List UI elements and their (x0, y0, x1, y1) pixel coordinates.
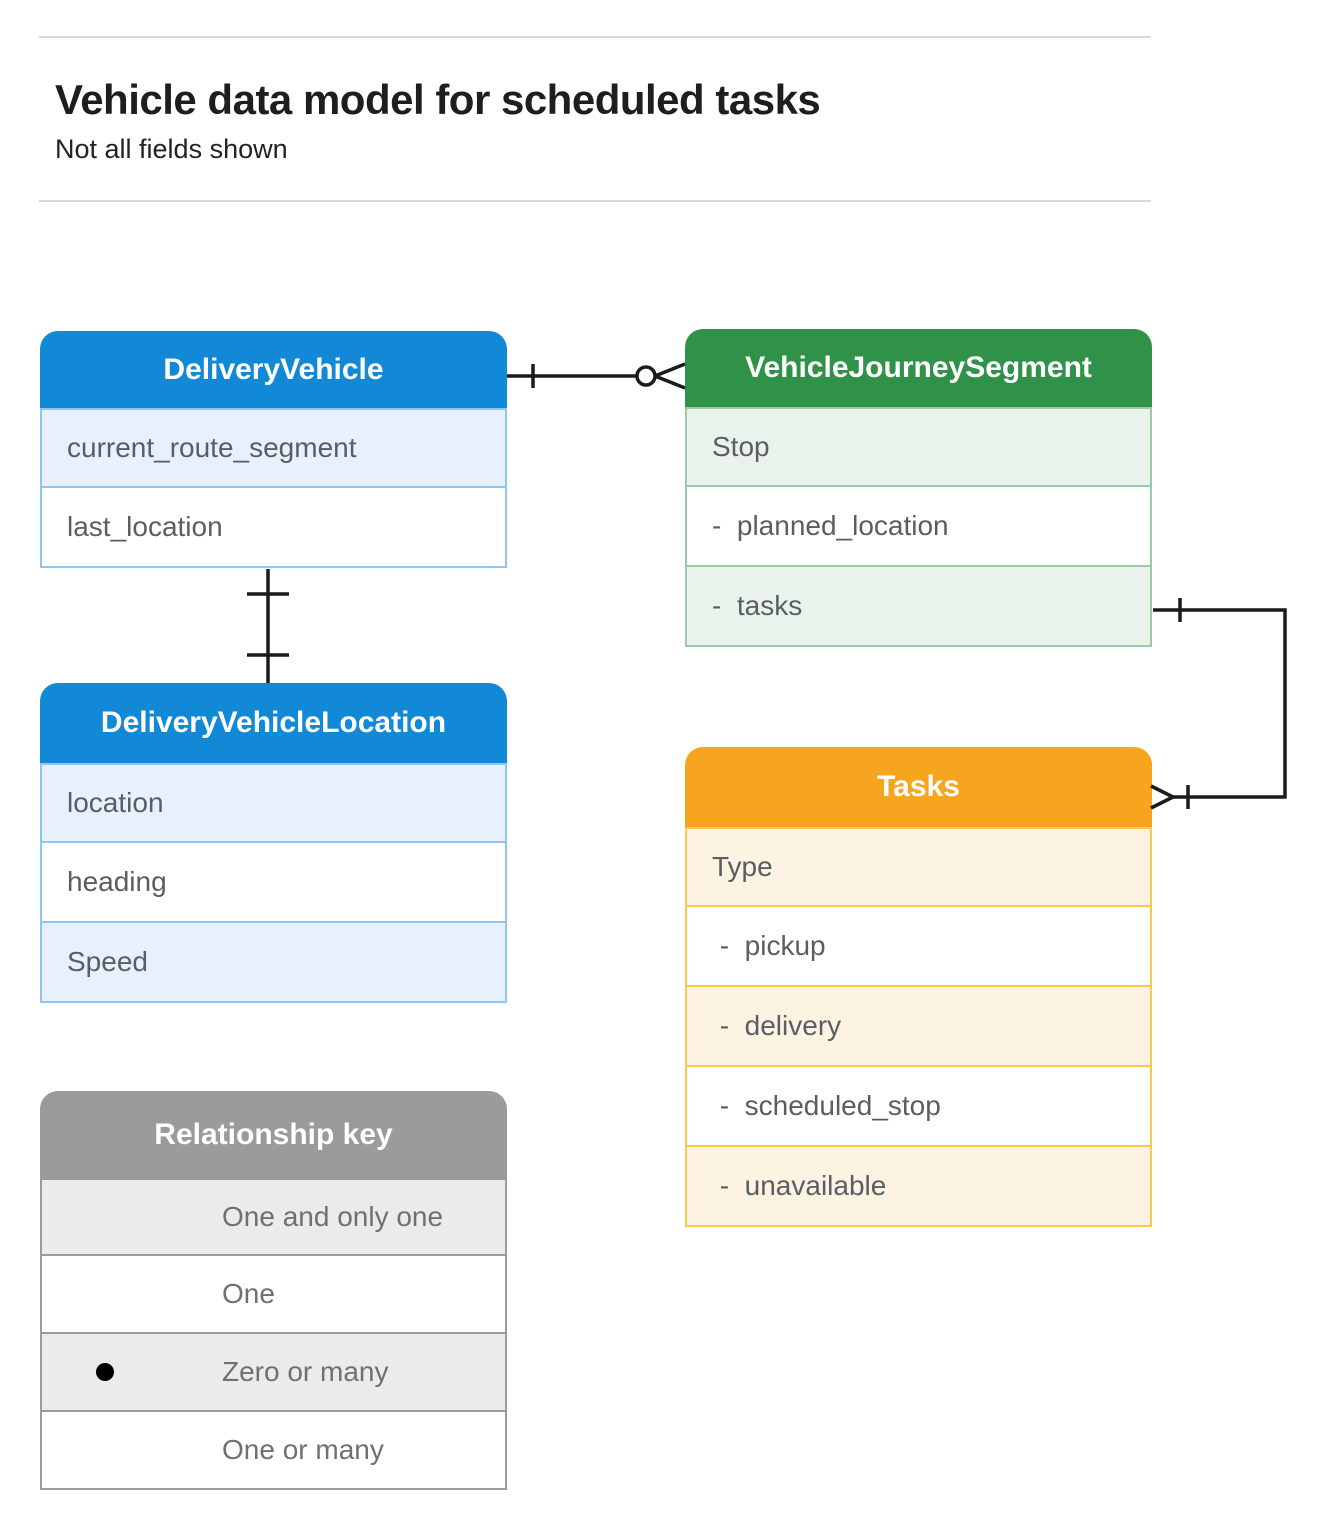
field-label: - delivery (712, 1010, 842, 1041)
page-subtitle: Not all fields shown (55, 134, 288, 164)
field-row: last_location (40, 488, 507, 568)
connector-deliveryvehicle-to-deliveryvehiclelocation (247, 569, 289, 683)
field-label: last_location (67, 511, 223, 542)
header-bottom-rule (39, 200, 1151, 202)
field-row: - pickup (685, 907, 1152, 987)
one-or-many-icon (66, 1437, 92, 1463)
field-row: Speed (40, 923, 507, 1003)
zero-or-many-icon (66, 1359, 114, 1385)
field-label: location (67, 787, 164, 818)
field-label: - tasks (712, 590, 803, 621)
field-label: heading (67, 866, 167, 897)
top-rule (39, 36, 1151, 38)
entity-delivery-vehicle: DeliveryVehicle current_route_segment la… (40, 331, 507, 568)
field-row: - scheduled_stop (685, 1067, 1152, 1147)
relationship-key: Relationship key One and only one One Ze… (40, 1091, 507, 1490)
field-label: Stop (712, 431, 770, 462)
field-row: - delivery (685, 987, 1152, 1067)
legend-row: One or many (40, 1412, 507, 1490)
legend-row: One and only one (40, 1178, 507, 1256)
field-row: - unavailable (685, 1147, 1152, 1227)
field-row: Type (685, 827, 1152, 907)
field-label: Type (712, 851, 773, 882)
legend-label: Zero or many (222, 1356, 389, 1387)
field-label: - pickup (712, 930, 826, 961)
entity-header-tasks: Tasks (685, 747, 1152, 827)
field-row: Stop (685, 407, 1152, 487)
entity-vehicle-journey-segment: VehicleJourneySegment Stop - planned_loc… (685, 329, 1152, 647)
entity-header-vehicle-journey-segment: VehicleJourneySegment (685, 329, 1152, 407)
entity-header-delivery-vehicle-location: DeliveryVehicleLocation (40, 683, 507, 763)
legend-row: One (40, 1256, 507, 1334)
page-title: Vehicle data model for scheduled tasks (55, 76, 821, 123)
legend-label: One and only one (222, 1201, 444, 1232)
field-row: location (40, 763, 507, 843)
legend-label: One or many (222, 1434, 384, 1465)
field-row: - planned_location (685, 487, 1152, 567)
legend-label: One (222, 1278, 275, 1309)
relationship-key-title: Relationship key (40, 1091, 507, 1178)
field-label: Speed (67, 946, 148, 977)
field-label: - unavailable (712, 1170, 887, 1201)
field-label: - scheduled_stop (712, 1090, 941, 1121)
entity-header-delivery-vehicle: DeliveryVehicle (40, 331, 507, 408)
connector-deliveryvehicle-to-vehiclejourneysegment (507, 362, 686, 390)
entity-tasks: Tasks Type - pickup - delivery - schedul… (685, 747, 1152, 1227)
field-label: current_route_segment (67, 432, 357, 463)
entity-delivery-vehicle-location: DeliveryVehicleLocation location heading… (40, 683, 507, 1003)
field-label: - planned_location (712, 510, 949, 541)
legend-row: Zero or many (40, 1334, 507, 1412)
field-row: - tasks (685, 567, 1152, 647)
one-icon (62, 1272, 212, 1316)
field-row: heading (40, 843, 507, 923)
field-row: current_route_segment (40, 408, 507, 488)
connector-vehiclejourneysegment-tasks-to-tasks (1150, 598, 1287, 810)
one-and-only-one-icon (62, 1195, 212, 1239)
